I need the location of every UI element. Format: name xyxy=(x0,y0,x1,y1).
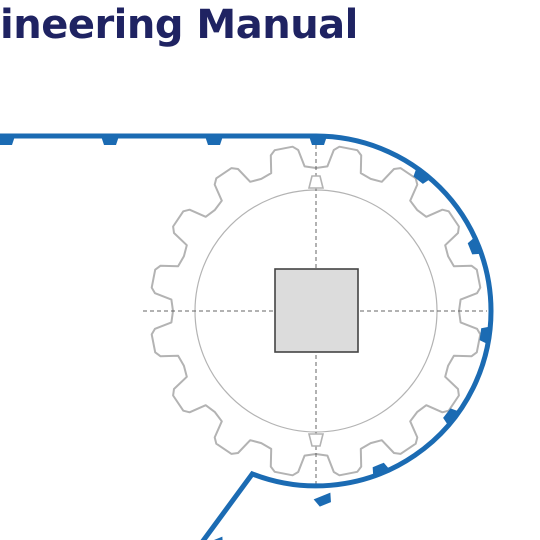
belt-tooth xyxy=(309,136,327,145)
square-bore xyxy=(274,268,359,353)
belt-tooth xyxy=(467,237,482,255)
page-title: ineering Manual xyxy=(0,2,358,48)
belt-tooth xyxy=(205,136,223,145)
belt-tooth xyxy=(479,326,491,345)
keyway-marks xyxy=(307,175,325,447)
top-keyway xyxy=(307,175,325,189)
belt-tooth xyxy=(0,136,15,145)
belt-tooth xyxy=(443,408,460,426)
belt-tooth xyxy=(313,492,331,507)
belt-tooth xyxy=(372,462,390,477)
belt-tooth xyxy=(101,136,119,145)
timing-belt xyxy=(0,133,494,540)
belt-tooth xyxy=(413,167,431,184)
bottom-keyway xyxy=(307,433,325,447)
